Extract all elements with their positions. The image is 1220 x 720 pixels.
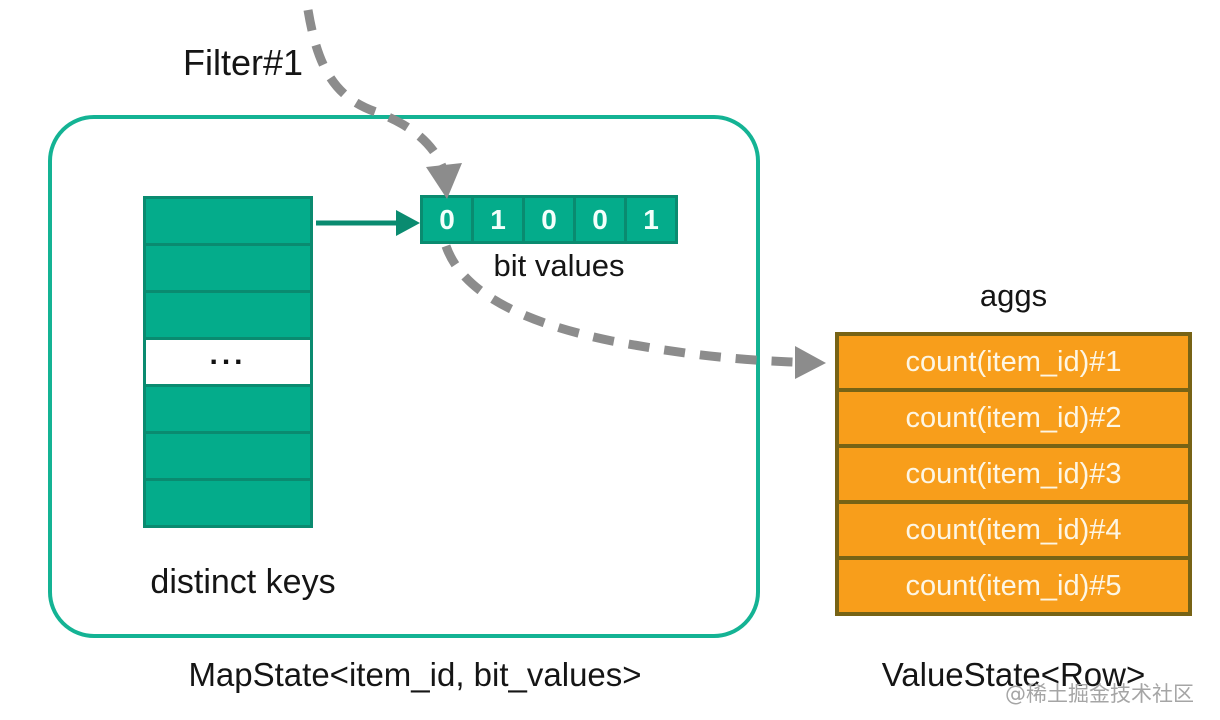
agg-cell: count(item_id)#4 <box>835 500 1192 560</box>
bit-cell: 1 <box>624 195 678 244</box>
bit-cell: 0 <box>573 195 627 244</box>
watermark: @稀土掘金技术社区 <box>1005 682 1194 706</box>
bit-values-array: 0 1 0 0 1 <box>420 195 678 244</box>
aggs-stack: count(item_id)#1 count(item_id)#2 count(… <box>835 332 1192 616</box>
key-cell <box>143 196 313 246</box>
key-cell <box>143 478 313 528</box>
key-cell <box>143 431 313 481</box>
bit-values-label: bit values <box>493 248 625 283</box>
bit-cell: 1 <box>471 195 525 244</box>
agg-cell: count(item_id)#1 <box>835 332 1192 392</box>
key-cell <box>143 290 313 340</box>
filter-label: Filter#1 <box>183 42 304 83</box>
key-cell <box>143 384 313 434</box>
key-cell <box>143 243 313 293</box>
valuestate-caption: ValueState<Row> <box>881 656 1146 693</box>
bit-cell: 0 <box>522 195 576 244</box>
distinct-keys-stack: ... <box>143 196 313 528</box>
agg-cell: count(item_id)#5 <box>835 556 1192 616</box>
agg-cell: count(item_id)#3 <box>835 444 1192 504</box>
mapstate-caption: MapState<item_id, bit_values> <box>188 656 642 693</box>
bit-cell: 0 <box>420 195 474 244</box>
key-cell-ellipsis: ... <box>143 337 313 387</box>
distinct-keys-label: distinct keys <box>150 563 336 601</box>
aggs-label: aggs <box>979 278 1048 313</box>
agg-cell: count(item_id)#2 <box>835 388 1192 448</box>
